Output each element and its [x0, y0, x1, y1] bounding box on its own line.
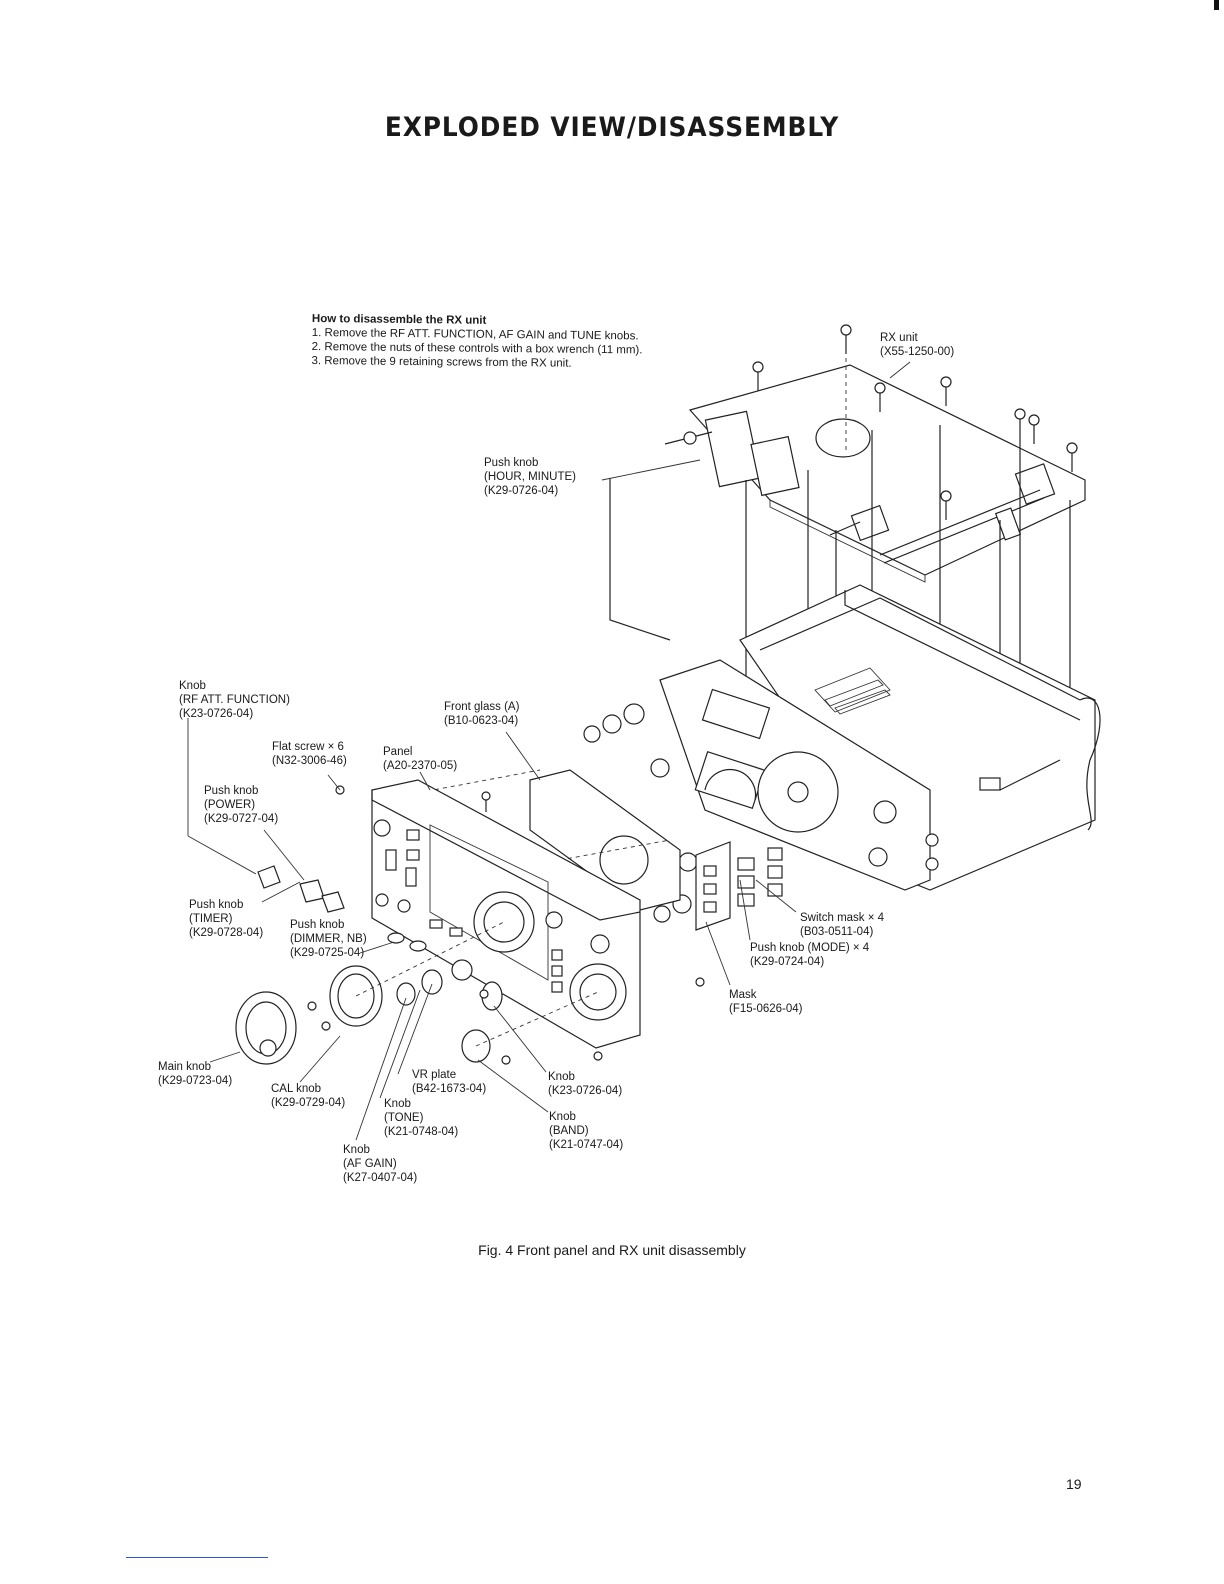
label-mask: Mask (F15-0626-04) — [729, 989, 803, 1015]
label-push-knob-hour-minute: Push knob (HOUR, MINUTE) (K29-0726-04) — [484, 457, 576, 497]
label-flat-screw: Flat screw × 6 (N32-3006-46) — [272, 741, 347, 767]
figure-caption: Fig. 4 Front panel and RX unit disassemb… — [478, 1242, 746, 1258]
label-main-knob: Main knob (K29-0723-04) — [158, 1061, 233, 1087]
page-corner-mark — [1214, 0, 1219, 10]
label-push-knob-timer: Push knob (TIMER) (K29-0728-04) — [189, 899, 264, 939]
label-cal-knob: CAL knob (K29-0729-04) — [271, 1083, 346, 1109]
label-push-knob-mode: Push knob (MODE) × 4 (K29-0724-04) — [750, 942, 870, 968]
label-push-knob-power: Push knob (POWER) (K29-0727-04) — [204, 785, 279, 825]
knob-assembly — [235, 921, 599, 1065]
front-frame — [650, 659, 939, 891]
label-vr-plate: VR plate (B42-1673-04) — [412, 1069, 487, 1095]
rx-unit-board — [664, 364, 1086, 583]
loose-screws — [335, 785, 705, 1065]
push-knobs — [257, 865, 427, 952]
label-panel: Panel (A20-2370-05) — [383, 746, 458, 772]
label-knob-af-gain: Knob (AF GAIN) (K27-0407-04) — [343, 1144, 418, 1184]
label-knob-k23-0726: Knob (K23-0726-04) — [548, 1071, 623, 1097]
label-switch-mask: Switch mask × 4 (B03-0511-04) — [800, 912, 885, 938]
page-title: EXPLODED VIEW/DISASSEMBLY — [384, 112, 840, 143]
footer-rule — [126, 1557, 268, 1558]
mode-mask — [695, 841, 783, 931]
rx-unit-retaining-screws — [752, 324, 1078, 520]
page-number: 19 — [1066, 1476, 1082, 1492]
label-knob-rf-att-function: Knob (RF ATT. FUNCTION) (K23-0726-04) — [179, 680, 290, 720]
label-knob-tone: Knob (TONE) (K21-0748-04) — [384, 1098, 459, 1138]
leader-lines — [187, 361, 911, 1141]
chassis — [739, 584, 1101, 891]
front-panel — [371, 779, 641, 1049]
label-knob-band: Knob (BAND) (K21-0747-04) — [549, 1111, 624, 1151]
label-front-glass: Front glass (A) (B10-0623-04) — [444, 701, 520, 727]
label-rx-unit: RX unit (X55-1250-00) — [880, 332, 955, 358]
label-push-knob-dimmer-nb: Push knob (DIMMER, NB) (K29-0725-04) — [290, 919, 367, 959]
